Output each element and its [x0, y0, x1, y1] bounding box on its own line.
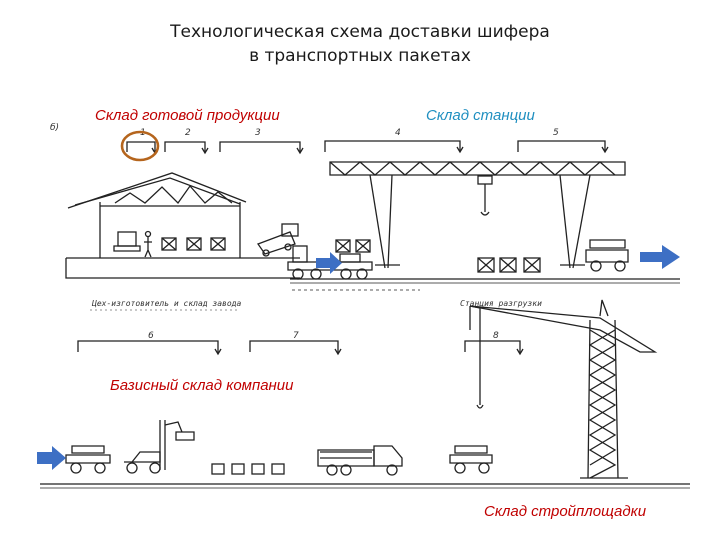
- route-arrow-1: [126, 141, 159, 155]
- route-arrow-8: [464, 340, 524, 356]
- base-packs: [211, 463, 285, 475]
- plant-caption: Цех-изготовитель и склад завода: [91, 299, 241, 308]
- forklift: [124, 420, 195, 474]
- label-construction-site-warehouse: Склад стройплощадки: [484, 503, 647, 520]
- route-number-4: 4: [395, 128, 401, 138]
- route-number-3: 3: [255, 128, 261, 138]
- transfer-arrow-station: [640, 245, 680, 269]
- highlight-circle: [120, 130, 160, 162]
- station-truck: [585, 239, 629, 272]
- title-line-2: в транспортных пакетах: [249, 46, 471, 66]
- gantry-crane: [329, 161, 626, 269]
- label-station-warehouse: Склад станции: [426, 107, 535, 124]
- route-number-5: 5: [553, 128, 559, 138]
- route-arrow-7: [249, 340, 342, 356]
- route-arrow-5: [517, 140, 609, 154]
- route-number-7: 7: [293, 331, 299, 341]
- station-packs: [477, 257, 541, 273]
- route-arrow-4: [324, 140, 464, 154]
- rail-platform: [287, 239, 373, 280]
- route-number-6: 6: [148, 331, 154, 341]
- route-arrow-6: [77, 340, 222, 356]
- delivery-truck: [317, 445, 403, 476]
- title-line-1: Технологическая схема доставки шифера: [170, 22, 550, 42]
- route-number-8: 8: [493, 331, 499, 341]
- base-trailer: [65, 445, 111, 474]
- route-arrow-3: [219, 141, 304, 155]
- label-finished-goods-warehouse: Склад готовой продукции: [95, 107, 280, 124]
- plant-building: [65, 172, 300, 279]
- route-arrow-2: [164, 141, 209, 155]
- site-trailer: [449, 445, 493, 474]
- transfer-arrow-plant: [316, 252, 342, 274]
- figure-letter: б): [50, 123, 59, 133]
- station-caption: Станция разгрузки: [460, 299, 542, 308]
- route-number-2: 2: [185, 128, 191, 138]
- tower-crane: [469, 299, 658, 479]
- transfer-arrow-base: [37, 446, 66, 470]
- label-company-base-warehouse: Базисный склад компании: [110, 377, 294, 394]
